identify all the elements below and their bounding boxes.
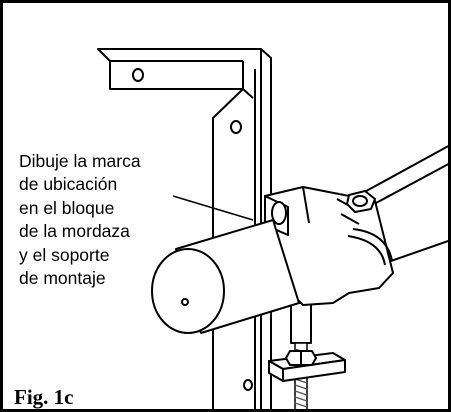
figure-caption: Fig. 1c — [14, 385, 78, 409]
callout-line: de ubicación — [19, 174, 118, 195]
callout-line: y el soporte — [19, 244, 110, 265]
bracket-hole-side — [230, 120, 242, 134]
callout-line: de la mordaza — [19, 221, 130, 242]
clamp-screw — [346, 190, 376, 213]
bracket-hole-top — [132, 68, 144, 82]
callout-leader-line — [172, 195, 254, 221]
callout-text: Dibuje la marca de ubicación en el bloqu… — [19, 150, 189, 290]
callout-line: de montaje — [19, 268, 106, 289]
mounting-bracket-drawing — [97, 48, 448, 409]
pipe-lower — [151, 219, 300, 334]
hex-nut — [285, 350, 317, 366]
bracket-lower-hole — [243, 379, 253, 391]
callout-line: en el bloque — [19, 197, 115, 218]
callout-line: Dibuje la marca — [19, 151, 141, 171]
